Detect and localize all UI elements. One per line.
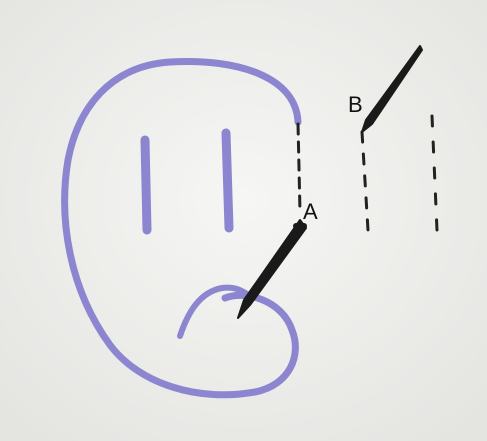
left-eye <box>145 140 147 230</box>
right-eye <box>226 133 229 228</box>
label-b: B <box>348 94 363 116</box>
label-a: A <box>303 201 318 223</box>
